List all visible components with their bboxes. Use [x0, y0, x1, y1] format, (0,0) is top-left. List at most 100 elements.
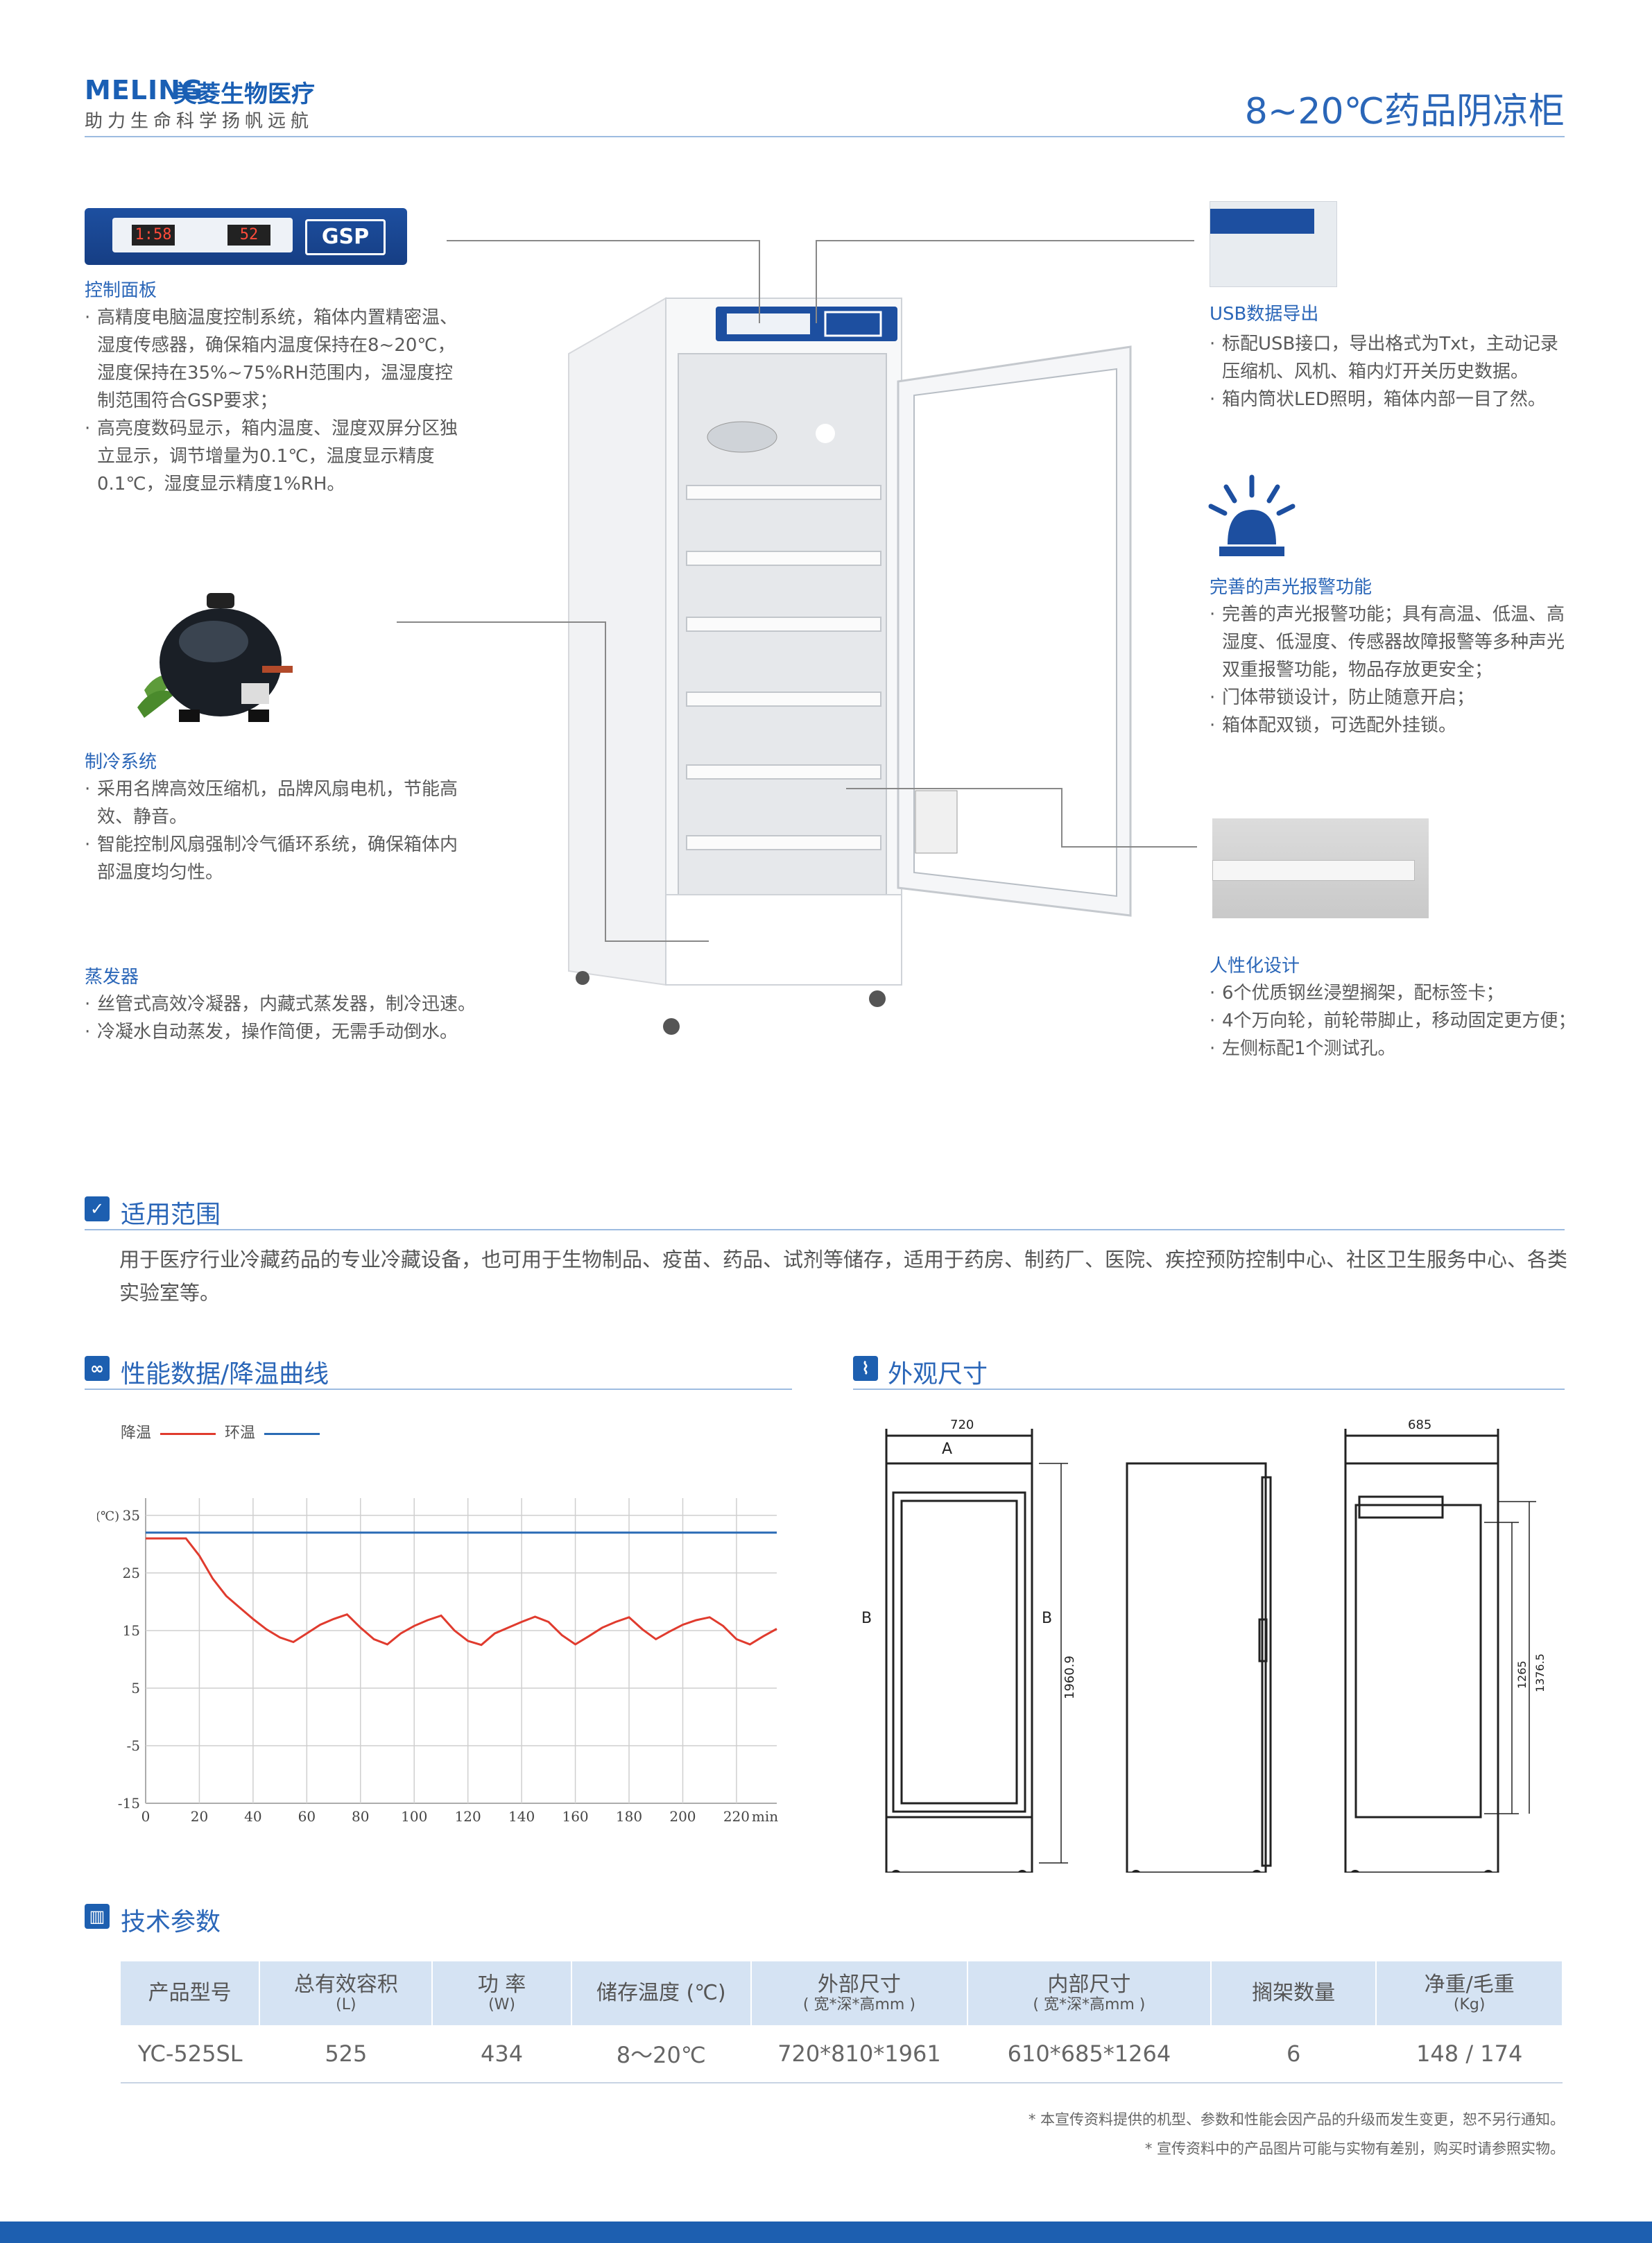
- x-unit-label: min: [752, 1808, 778, 1825]
- list-item: 完善的声光报警功能；具有高温、低温、高湿度、低湿度、传感器故障报警等多种声光双重…: [1210, 601, 1577, 684]
- cabinet-illustration: [568, 297, 1132, 1035]
- header-cell: 外部尺寸( 宽*深*高mm ): [750, 1961, 968, 2025]
- table-row: YC-525SL 525 434 8～20℃ 720*810*1961 610*…: [121, 2025, 1563, 2083]
- y-tick-label: 35: [123, 1507, 140, 1524]
- header-cell: 搁架数量: [1210, 1961, 1377, 2025]
- header-label: 总有效容积: [293, 1973, 398, 1997]
- disclaimer-note: * 本宣传资料提供的机型、参数和性能会因产品的升级而发生变更，恕不另行通知。: [1028, 2111, 1565, 2128]
- disclaimer-note: * 宣传资料中的产品图片可能与实物有差别，购买时请参照实物。: [1144, 2140, 1565, 2157]
- header-label: 储存温度 (℃): [596, 1981, 726, 2005]
- header-label: 净重/毛重: [1424, 1973, 1515, 1997]
- header-cell: 储存温度 (℃): [571, 1961, 752, 2025]
- leader-line: [1061, 846, 1197, 848]
- dimension-drawings: 720 A B B 1960.9 685 1265 1376.5: [861, 1418, 1547, 1873]
- header-cell: 功 率(W): [432, 1961, 572, 2025]
- table-cell: 148 / 174: [1376, 2025, 1563, 2083]
- x-tick-label: 0: [141, 1808, 150, 1825]
- x-tick-label: 80: [352, 1808, 369, 1825]
- brand-logo-cn: 美菱生物医疗: [173, 80, 315, 108]
- header-label: 外部尺寸: [817, 1973, 901, 1997]
- table-cell: 8～20℃: [571, 2025, 751, 2083]
- table-cell: 434: [432, 2025, 571, 2083]
- alarm-title: 完善的声光报警功能: [1210, 577, 1373, 598]
- shelf-image: [1212, 818, 1429, 918]
- evaporator-title: 蒸发器: [85, 967, 139, 988]
- usb-list: 标配USB接口，导出格式为Txt，主动记录压缩机、风机、箱内灯开关历史数据。 箱…: [1210, 330, 1570, 413]
- brand-logo-en: MELING: [85, 75, 204, 105]
- header-cell: 净重/毛重(Kg): [1376, 1961, 1563, 2025]
- usb-panel-image: [1210, 201, 1337, 287]
- chart-lines: [146, 1531, 777, 1647]
- header-unit: (W): [488, 1996, 515, 2013]
- table-cell: 610*685*1264: [967, 2025, 1211, 2083]
- page-title: 8~20℃药品阴凉柜: [1244, 91, 1565, 132]
- link-icon: ∞: [85, 1356, 110, 1381]
- control-panel-list: 高精度电脑温度控制系统，箱体内置精密温、湿度传感器，确保箱内温度保持在8~20℃…: [85, 304, 459, 498]
- panel-display-area: 1:58 52: [112, 218, 293, 252]
- check-icon: ✓: [85, 1196, 110, 1221]
- header-cell: 内部尺寸( 宽*深*高mm ): [967, 1961, 1212, 2025]
- list-item: 高亮度数码显示，箱内温度、湿度双屏分区独立显示，调节增量为0.1℃，温度显示精度…: [85, 415, 459, 498]
- usb-panel-band: [1210, 209, 1314, 234]
- x-tick-label: 140: [508, 1808, 535, 1825]
- x-tick-label: 180: [616, 1808, 642, 1825]
- header-unit: ( 宽*深*高mm ): [802, 1996, 915, 2013]
- leader-line: [397, 621, 605, 623]
- x-tick-label: 100: [401, 1808, 427, 1825]
- header-unit: (Kg): [1453, 1996, 1486, 2013]
- refrigeration-title: 制冷系统: [85, 752, 157, 773]
- leader-line: [846, 788, 1061, 789]
- header-cell: 产品型号: [121, 1961, 261, 2025]
- barcode-icon: ▥: [85, 1904, 110, 1929]
- spec-header-row: 产品型号 总有效容积(L) 功 率(W) 储存温度 (℃) 外部尺寸( 宽*深*…: [121, 1961, 1563, 2025]
- performance-title: 性能数据/降温曲线: [121, 1360, 329, 1389]
- header-label: 产品型号: [148, 1981, 232, 2005]
- list-item: 4个万向轮，前轮带脚止，移动固定更方便；: [1210, 1007, 1577, 1035]
- side-depth-label: 685: [1408, 1418, 1431, 1432]
- section-a-label: A: [942, 1441, 952, 1458]
- y-tick-label: 5: [131, 1680, 140, 1696]
- front-width-label: 720: [950, 1418, 974, 1432]
- x-tick-label: 60: [298, 1808, 316, 1825]
- x-tick-label: 160: [562, 1808, 588, 1825]
- x-tick-label: 220: [723, 1808, 750, 1825]
- leader-line: [447, 240, 759, 241]
- table-cell: 720*810*1961: [750, 2025, 967, 2083]
- chart-icon: ⌇: [853, 1356, 878, 1381]
- leader-line: [816, 240, 1194, 241]
- leader-line: [816, 240, 817, 323]
- x-tick-label: 120: [455, 1808, 481, 1825]
- cooling-series-line: [146, 1537, 777, 1647]
- table-cell: 6: [1210, 2025, 1377, 2083]
- y-tick-label: -15: [118, 1795, 140, 1812]
- y-tick-label: -5: [127, 1737, 140, 1754]
- scope-divider: [85, 1229, 1565, 1230]
- chart-grid: [145, 1498, 777, 1804]
- inner-height-label: 1265: [1515, 1660, 1529, 1689]
- design-title: 人性化设计: [1210, 956, 1300, 977]
- evaporator-list: 丝管式高效冷凝器，内藏式蒸发器，制冷迅速。 冷凝水自动蒸发，操作简便，无需手动倒…: [85, 990, 528, 1046]
- table-cell: 525: [259, 2025, 433, 2083]
- legend-cooling: 降温: [121, 1420, 216, 1443]
- alarm-list: 完善的声光报警功能；具有高温、低温、高湿度、低湿度、传感器故障报警等多种声光双重…: [1210, 601, 1577, 739]
- compressor-image: [137, 593, 293, 722]
- specs-title: 技术参数: [121, 1908, 221, 1936]
- header-cell: 总有效容积(L): [259, 1961, 433, 2025]
- list-item: 左侧标配1个测试孔。: [1210, 1035, 1577, 1063]
- header-label: 内部尺寸: [1047, 1973, 1131, 1997]
- leader-line: [605, 940, 709, 942]
- header-label: 功 率: [477, 1973, 526, 1997]
- spec-table: 产品型号 总有效容积(L) 功 率(W) 储存温度 (℃) 外部尺寸( 宽*深*…: [121, 1961, 1563, 2083]
- front-height-label: 1960.9: [1062, 1656, 1077, 1699]
- shelf-bar: [1212, 860, 1415, 881]
- scope-title: 适用范围: [121, 1201, 221, 1229]
- list-item: 智能控制风扇强制冷气循环系统，确保箱体内部温度均匀性。: [85, 831, 473, 886]
- dimensions-divider: [853, 1389, 1565, 1390]
- inner-height2-label: 1376.5: [1533, 1653, 1547, 1692]
- list-item: 丝管式高效冷凝器，内藏式蒸发器，制冷迅速。: [85, 990, 528, 1018]
- section-b-label-right: B: [1042, 1610, 1052, 1627]
- leader-line: [1061, 788, 1062, 846]
- list-item: 箱体配双锁，可选配外挂锁。: [1210, 712, 1577, 739]
